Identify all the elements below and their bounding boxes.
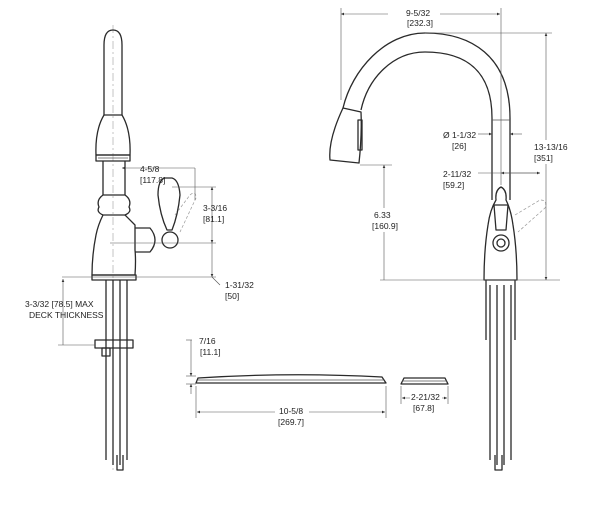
base-height-imperial: 1-31/32: [225, 280, 254, 290]
plate-height-metric: [11.1]: [200, 347, 221, 357]
spout-clearance-imperial: 6.33: [374, 210, 391, 220]
pull-down-sprayer: [329, 107, 362, 164]
spout-clearance-metric: [160.9]: [372, 221, 398, 231]
handle-height-metric: [81.1]: [203, 214, 224, 224]
handle-knob: [161, 231, 179, 249]
escutcheon: 2-21/32 [67.8]: [400, 377, 449, 413]
diameter-metric: [26]: [452, 141, 466, 151]
escutcheon-width-metric: [67.8]: [413, 403, 434, 413]
base-height-metric: [50]: [225, 291, 239, 301]
spout-width-imperial: 9-5/32: [406, 8, 430, 18]
front-view-faucet: [329, 32, 547, 471]
handle-lever: [157, 177, 181, 231]
plate-length-metric: [269.7]: [278, 417, 304, 427]
deck-thickness-line1: 3-3/32 [78.5] MAX: [25, 299, 94, 309]
overall-height-imperial: 13-13/16: [534, 142, 568, 152]
handle-height-imperial: 3-3/16: [203, 203, 227, 213]
spout-reach-metric: [117.8]: [140, 175, 165, 185]
side-dimensions: 4-5/8 [117.8] 3-3/16 [81.1] 1-31/32 [50]…: [25, 164, 254, 346]
handle-offset-imperial: 2-11/32: [443, 169, 471, 179]
overall-height-metric: [351]: [534, 153, 553, 163]
handle-offset-metric: [59.2]: [443, 180, 464, 190]
escutcheon-width-imperial: 2-21/32: [411, 392, 440, 402]
spout-width-metric: [232.3]: [407, 18, 433, 28]
diameter-imperial: Ø 1-1/32: [443, 130, 476, 140]
deck-plate: 7/16 [11.1] 10-5/8 [269.7]: [186, 336, 387, 427]
deck-thickness-line2: DECK THICKNESS: [29, 310, 104, 320]
plate-height-imperial: 7/16: [199, 336, 216, 346]
front-dimensions: 9-5/32 [232.3] 13-13/16 [351] Ø 1-1/32 […: [340, 6, 568, 281]
plate-length-imperial: 10-5/8: [279, 406, 303, 416]
side-view-faucet: [91, 25, 197, 471]
spout-reach-imperial: 4-5/8: [140, 164, 160, 174]
